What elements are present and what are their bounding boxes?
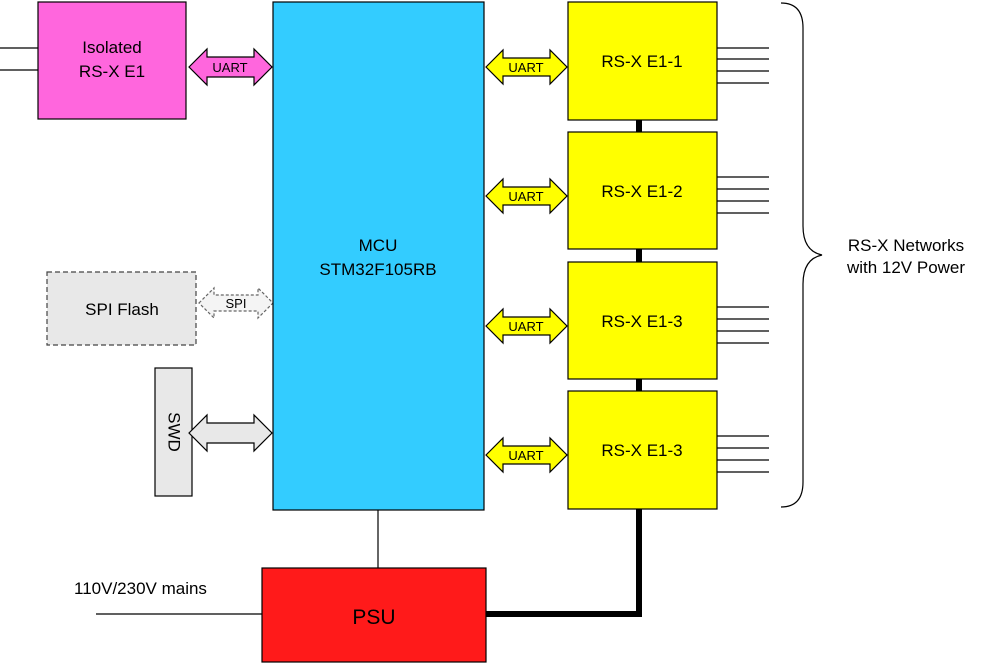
rsx-uart-arrow-3: UART xyxy=(485,307,568,345)
rsx-uart-arrow-4: UART xyxy=(485,436,568,474)
rsx-label-2: RS-X E1-2 xyxy=(601,182,682,201)
rsx-uart-arrow-1: UART xyxy=(485,48,568,86)
swd-arrow xyxy=(188,413,273,453)
mcu-label-line1: MCU xyxy=(359,236,398,255)
rsx-uart-label-4: UART xyxy=(508,448,543,463)
rsx-output-lines-1 xyxy=(717,47,769,84)
spi-flash-label: SPI Flash xyxy=(85,300,159,319)
rsx-block-4: RS-X E1-3 xyxy=(567,390,718,510)
rsx-output-lines-4 xyxy=(717,435,769,473)
rsx-uart-label-1: UART xyxy=(508,60,543,75)
networks-label-line1: RS-X Networks xyxy=(848,236,964,255)
rsx-label-3: RS-X E1-3 xyxy=(601,312,682,331)
swd-block: SWD xyxy=(154,367,193,497)
rsx-label-1: RS-X E1-1 xyxy=(601,52,682,71)
psu-block: PSU xyxy=(261,567,487,663)
power-bus-to-psu xyxy=(486,509,642,617)
rsx-output-lines-2 xyxy=(717,176,769,214)
isolated-rsx-block: Isolated RS-X E1 xyxy=(37,1,187,120)
mcu-block: MCU STM32F105RB xyxy=(272,1,485,511)
swd-label: SWD xyxy=(165,412,184,452)
isolated-uart-arrow: UART xyxy=(188,47,273,87)
rsx-uart-label-3: UART xyxy=(508,319,543,334)
mcu-label-line2: STM32F105RB xyxy=(319,260,436,279)
rsx-output-lines-3 xyxy=(717,306,769,344)
rsx-label-4: RS-X E1-3 xyxy=(601,441,682,460)
rsx-uart-arrow-2: UART xyxy=(485,177,568,215)
mains-label: 110V/230V mains xyxy=(74,579,207,598)
rsx-uart-label-2: UART xyxy=(508,189,543,204)
rsx-block-1: RS-X E1-1 xyxy=(567,1,718,121)
psu-label: PSU xyxy=(352,606,395,629)
spi-label: SPI xyxy=(226,296,247,311)
networks-brace xyxy=(780,2,823,508)
networks-label-line2: with 12V Power xyxy=(846,258,965,277)
spi-flash-block: SPI Flash xyxy=(46,271,197,346)
spi-arrow: SPI xyxy=(198,286,274,320)
rsx-block-2: RS-X E1-2 xyxy=(567,131,718,250)
rsx-block-3: RS-X E1-3 xyxy=(567,261,718,380)
isolated-uart-label: UART xyxy=(212,60,247,75)
isolated-label-line1: Isolated xyxy=(82,38,142,57)
isolated-label-line2: RS-X E1 xyxy=(79,62,145,81)
